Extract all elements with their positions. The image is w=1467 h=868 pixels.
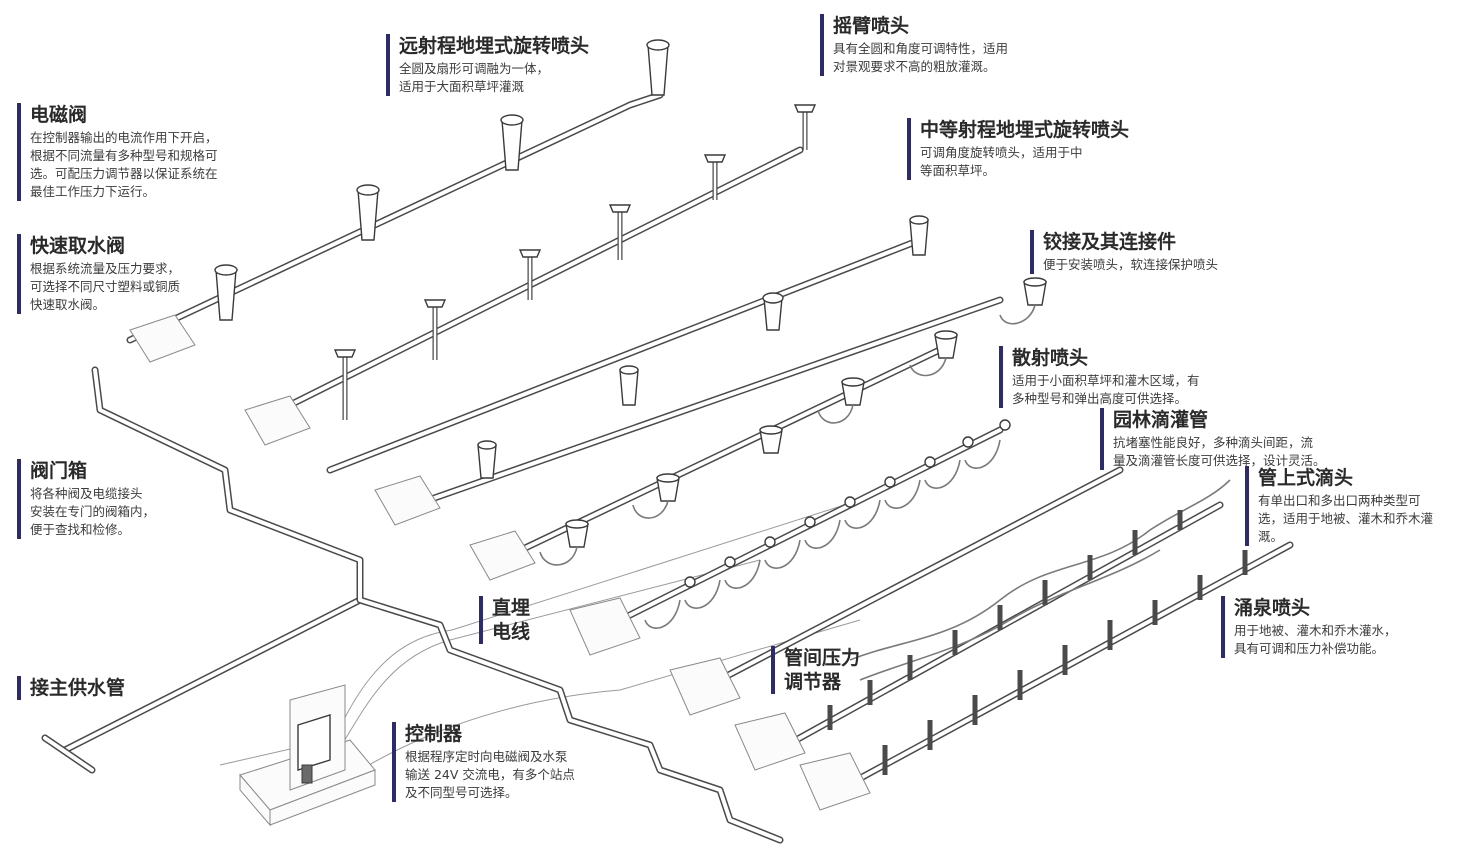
inline-emitter-risers: [827, 510, 1183, 730]
desc-line: 可调角度旋转喷头，适用于中: [920, 145, 1083, 160]
callout-desc: 便于安装喷头，软连接保护喷头: [1043, 256, 1218, 274]
desc-line: 对景观要求不高的粗放灌溉。: [833, 59, 996, 74]
callout-controller: 控制器 根据程序定时向电磁阀及水泵 输送 24V 交流电，有多个站点 及不同型号…: [392, 722, 575, 802]
callout-desc: 有单出口和多出口两种类型可 选，适用于地被、灌木和乔木灌 溉。: [1258, 492, 1433, 546]
callout-title-line: 调节器: [784, 671, 842, 693]
callout-desc: 用于地被、灌木和乔木灌水， 具有可调和压力补偿功能。: [1234, 622, 1397, 658]
desc-line: 适用于小面积草坪和灌木区域，有: [1012, 373, 1200, 388]
callout-pressure-regulator: 管间压力 调节器: [771, 646, 860, 694]
desc-line: 将各种阀及电缆接头: [30, 486, 143, 501]
desc-line: 有单出口和多出口两种类型可: [1258, 493, 1421, 508]
bubbler-icon: [882, 550, 1248, 775]
desc-line: 根据系统流量及压力要求，: [30, 261, 181, 276]
callout-impact-sprinkler: 摇臂喷头 具有全圆和角度可调特性，适用 对景观要求不高的粗放灌溉。: [820, 14, 1008, 76]
callout-bubbler: 涌泉喷头 用于地被、灌木和乔木灌水， 具有可调和压力补偿功能。: [1221, 596, 1397, 658]
callout-desc: 具有全圆和角度可调特性，适用 对景观要求不高的粗放灌溉。: [833, 40, 1008, 76]
callout-inline-emitter: 管上式滴头 有单出口和多出口两种类型可 选，适用于地被、灌木和乔木灌 溉。: [1245, 466, 1433, 546]
callout-direct-burial-wire: 直埋 电线: [479, 596, 530, 644]
lateral-impact: [326, 236, 924, 474]
callout-valve-box: 阀门箱 将各种阀及电缆接头 安装在专门的阀箱内， 便于查找和检修。: [17, 459, 155, 539]
callout-desc: 根据程序定时向电磁阀及水泵 输送 24V 交流电，有多个站点 及不同型号可选择。: [405, 748, 575, 802]
lateral-spray-3: [596, 426, 1004, 634]
desc-line: 最佳工作压力下运行。: [30, 184, 156, 199]
callout-desc: 全圆及扇形可调融为一体， 适用于大面积草坪灌溉: [399, 60, 589, 96]
callout-title: 散射喷头: [1012, 347, 1089, 369]
lateral-drip: [696, 466, 1124, 694]
desc-line: 根据程序定时向电磁阀及水泵: [405, 749, 568, 764]
callout-swing-joint: 铰接及其连接件 便于安装喷头，软连接保护喷头: [1030, 230, 1218, 274]
callout-title: 中等射程地埋式旋转喷头: [920, 119, 1130, 141]
desc-line: 便于安装喷头，软连接保护喷头: [1043, 257, 1219, 272]
callout-desc: 将各种阀及电缆接头 安装在专门的阀箱内， 便于查找和检修。: [30, 485, 155, 539]
desc-line: 在控制器输出的电流作用下开启，: [30, 130, 218, 145]
callout-mid-range-rotor: 中等射程地埋式旋转喷头 可调角度旋转喷头，适用于中 等面积草坪。: [907, 118, 1129, 180]
callout-solenoid-valve: 电磁阀 在控制器输出的电流作用下开启， 根据不同流量有多种型号和规格可 选。可配…: [17, 103, 218, 201]
desc-line: 多种型号和弹出高度可供选择。: [1012, 391, 1188, 406]
controller-icon: [239, 684, 376, 827]
desc-line: 具有可调和压力补偿功能。: [1234, 641, 1385, 656]
desc-line: 全圆及扇形可调融为一体，: [399, 61, 550, 76]
small-spray-row: [644, 419, 1011, 629]
lateral-bubbler: [816, 541, 1294, 804]
desc-line: 溉。: [1258, 529, 1284, 544]
spray-head-icon: [539, 277, 1047, 566]
callout-title: 电磁阀: [30, 104, 88, 126]
lateral-rotor-long: [126, 91, 664, 344]
callout-long-range-rotor: 远射程地埋式旋转喷头 全圆及扇形可调融为一体， 适用于大面积草坪灌溉: [386, 34, 589, 96]
callout-desc: 适用于小面积草坪和灌木区域，有 多种型号和弹出高度可供选择。: [1012, 372, 1200, 408]
callout-title: 阀门箱: [30, 460, 88, 482]
callout-title: 远射程地埋式旋转喷头: [399, 35, 590, 57]
callout-title: 接主供水管: [30, 677, 126, 699]
callout-quick-coupling: 快速取水阀 根据系统流量及压力要求， 可选择不同尺寸塑料或铜质 快速取水阀。: [17, 234, 180, 314]
callout-desc: 抗堵塞性能良好，多种滴头间距，流 量及滴灌管长度可供选择，设计灵活。: [1113, 434, 1326, 470]
callout-title: 涌泉喷头: [1234, 597, 1311, 619]
desc-line: 便于查找和检修。: [30, 522, 131, 537]
impact-sprinkler-icon: [333, 104, 817, 420]
callout-desc: 可调角度旋转喷头，适用于中 等面积草坪。: [920, 144, 1129, 180]
callout-drip-line: 园林滴灌管 抗堵塞性能良好，多种滴头间距，流 量及滴灌管长度可供选择，设计灵活。: [1100, 408, 1326, 470]
desc-line: 快速取水阀。: [30, 297, 106, 312]
desc-line: 选，适用于地被、灌木和乔木灌: [1258, 511, 1434, 526]
desc-line: 可选择不同尺寸塑料或铜质: [30, 279, 181, 294]
callout-title: 摇臂喷头: [833, 15, 910, 37]
desc-line: 选。可配压力调节器以保证系统在: [30, 166, 218, 181]
callout-title: 管上式滴头: [1258, 467, 1354, 489]
callout-title-line: 电线: [492, 621, 531, 643]
desc-line: 具有全圆和角度可调特性，适用: [833, 41, 1009, 56]
drip-tubing: [849, 479, 1231, 681]
desc-line: 等面积草坪。: [920, 163, 996, 178]
callout-title: 铰接及其连接件: [1043, 231, 1177, 253]
callout-title: 园林滴灌管: [1113, 409, 1209, 431]
callout-title-line: 直埋: [492, 597, 531, 619]
callout-main-supply: 接主供水管: [17, 676, 125, 700]
mid-rotor-icon: [477, 215, 929, 479]
callout-title-line: 管间压力: [784, 647, 861, 669]
rotor-sprinkler-icon: [214, 39, 670, 321]
desc-line: 及不同型号可选择。: [405, 785, 518, 800]
desc-line: 用于地被、灌木和乔木灌水，: [1234, 623, 1397, 638]
main-supply-pipe: [41, 596, 364, 774]
lateral-spray-1: [396, 296, 1004, 514]
desc-line: 适用于大面积草坪灌溉: [399, 79, 525, 94]
callout-desc: 在控制器输出的电流作用下开启， 根据不同流量有多种型号和规格可 选。可配压力调节…: [30, 129, 218, 201]
callout-desc: 根据系统流量及压力要求， 可选择不同尺寸塑料或铜质 快速取水阀。: [30, 260, 180, 314]
desc-line: 输送 24V 交流电，有多个站点: [405, 767, 575, 782]
lateral-inline: [756, 501, 1224, 764]
desc-line: 安装在专门的阀箱内，: [30, 504, 156, 519]
header-pipe: [91, 366, 784, 844]
desc-line: 根据不同流量有多种型号和规格可: [30, 148, 218, 163]
valve-box-icon: [129, 314, 871, 811]
callout-title: 控制器: [405, 723, 463, 745]
callout-title: 快速取水阀: [30, 235, 126, 257]
desc-line: 抗堵塞性能良好，多种滴头间距，流: [1113, 435, 1314, 450]
desc-line: 量及滴灌管长度可供选择，设计灵活。: [1113, 453, 1326, 468]
callout-spray-head: 散射喷头 适用于小面积草坪和灌木区域，有 多种型号和弹出高度可供选择。: [999, 346, 1200, 408]
